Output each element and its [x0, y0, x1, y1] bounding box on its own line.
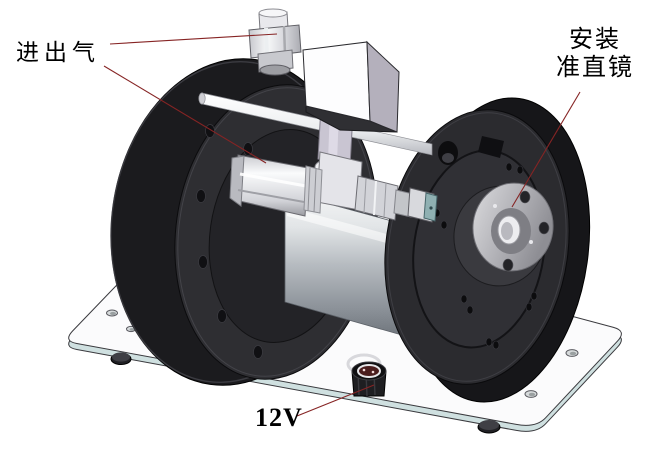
- leader-line-gas-top: [109, 33, 278, 45]
- foot-left: [110, 352, 132, 365]
- collimator-label-line2: 准直镜: [556, 55, 634, 81]
- power-label: 12V: [255, 403, 303, 432]
- leader-line-gas-valve: [103, 65, 267, 164]
- leader-lines: [103, 33, 581, 417]
- gas-valve-tee: [229, 151, 438, 223]
- right-cap-bolt-holes: [433, 162, 538, 350]
- collimator-label: 安装 准直镜: [551, 26, 639, 82]
- power-connector-pin-ring: [357, 364, 381, 378]
- leader-line-collimator: [511, 91, 581, 208]
- inlet-hex-nut: [248, 24, 302, 59]
- gas-ports-label: 进出气: [16, 40, 100, 65]
- valve-handle-cube: [302, 40, 400, 133]
- left-cap-bolt-holes: [196, 124, 263, 359]
- collimator-mount-hub: [453, 182, 554, 287]
- power-connector: [346, 353, 387, 397]
- tee-left-collar: [303, 165, 323, 214]
- collimator-label-line1: 安装: [569, 27, 621, 53]
- valve-assembly: [229, 40, 438, 223]
- inlet-fitting: [248, 8, 302, 76]
- right-end-cap: [384, 97, 591, 403]
- foot-front: [477, 420, 501, 434]
- leader-line-power: [296, 384, 375, 417]
- mounting-feet: [110, 352, 501, 434]
- right-cap-counterbore: [438, 141, 458, 165]
- right-cap-notch: [478, 136, 504, 158]
